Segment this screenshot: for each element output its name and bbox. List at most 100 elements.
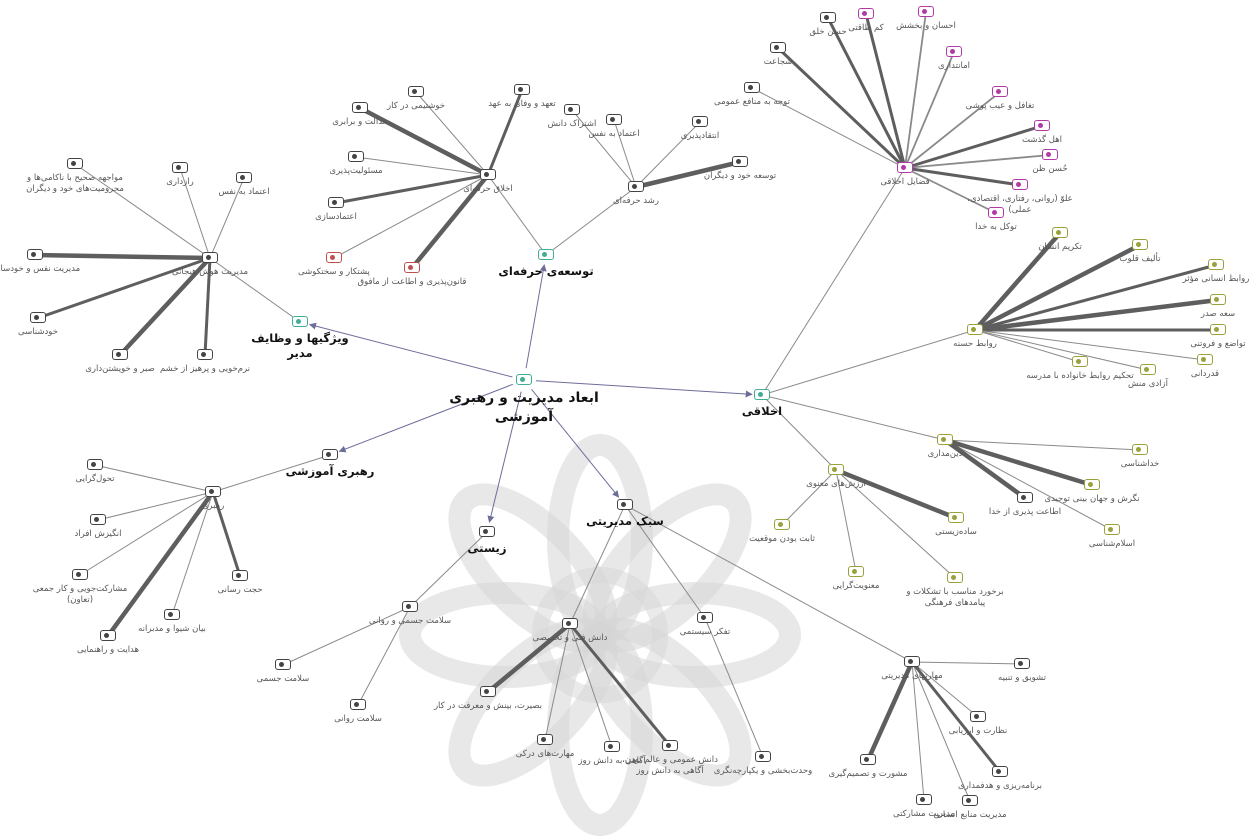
node-toggle-icon[interactable]	[628, 181, 644, 192]
node-toggle-icon[interactable]	[992, 766, 1008, 777]
node-label: زیستی	[467, 541, 507, 555]
node-toggle-icon[interactable]	[27, 249, 43, 260]
node-toggle-icon[interactable]	[537, 734, 553, 745]
node-toggle-icon[interactable]	[937, 434, 953, 445]
node-toggle-icon[interactable]	[232, 570, 248, 581]
node-toggle-icon[interactable]	[897, 162, 913, 173]
node-toggle-icon[interactable]	[516, 374, 532, 385]
node-toggle-icon[interactable]	[514, 84, 530, 95]
node-toggle-icon[interactable]	[1104, 524, 1120, 535]
node-toggle-icon[interactable]	[479, 526, 495, 537]
node-toggle-icon[interactable]	[1140, 364, 1156, 375]
node-toggle-icon[interactable]	[988, 207, 1004, 218]
node-toggle-icon[interactable]	[848, 566, 864, 577]
node-toggle-icon[interactable]	[350, 699, 366, 710]
toggle-dot-icon	[541, 737, 546, 742]
node-toggle-icon[interactable]	[480, 169, 496, 180]
node-toggle-icon[interactable]	[1042, 149, 1058, 160]
node-toggle-icon[interactable]	[87, 459, 103, 470]
node-toggle-icon[interactable]	[858, 8, 874, 19]
node-toggle-icon[interactable]	[1017, 492, 1033, 503]
node-toggle-icon[interactable]	[1208, 259, 1224, 270]
node-toggle-icon[interactable]	[1210, 324, 1226, 335]
node-toggle-icon[interactable]	[236, 172, 252, 183]
node-toggle-icon[interactable]	[202, 252, 218, 263]
node-toggle-icon[interactable]	[970, 711, 986, 722]
node-toggle-icon[interactable]	[1072, 356, 1088, 367]
node-toggle-icon[interactable]	[275, 659, 291, 670]
node-toggle-icon[interactable]	[205, 486, 221, 497]
toggle-dot-icon	[778, 522, 783, 527]
node-toggle-icon[interactable]	[967, 324, 983, 335]
node-toggle-icon[interactable]	[408, 86, 424, 97]
node-toggle-icon[interactable]	[860, 754, 876, 765]
node-label: روابط انسانی مؤثر	[1182, 274, 1250, 284]
node-toggle-icon[interactable]	[30, 312, 46, 323]
node-toggle-icon[interactable]	[164, 609, 180, 620]
node-toggle-icon[interactable]	[774, 519, 790, 530]
node-toggle-icon[interactable]	[90, 514, 106, 525]
node-toggle-icon[interactable]	[962, 795, 978, 806]
node-toggle-icon[interactable]	[692, 116, 708, 127]
node-toggle-icon[interactable]	[322, 449, 338, 460]
edge-akhlaqi-dinmadari	[761, 394, 946, 441]
edge-root-vizhegi	[309, 322, 513, 378]
node-toggle-icon[interactable]	[112, 349, 128, 360]
node-toggle-icon[interactable]	[564, 104, 580, 115]
edge-danesh-n3	[569, 623, 613, 748]
node-toggle-icon[interactable]	[662, 740, 678, 751]
node-toggle-icon[interactable]	[697, 612, 713, 623]
toggle-dot-icon	[701, 615, 706, 620]
node-label: سبک مدیریتی	[586, 514, 664, 528]
node-toggle-icon[interactable]	[1084, 479, 1100, 490]
node-toggle-icon[interactable]	[1132, 444, 1148, 455]
node-toggle-icon[interactable]	[946, 46, 962, 57]
node-toggle-icon[interactable]	[732, 156, 748, 167]
edge-roshd-g3	[635, 121, 701, 188]
node-toggle-icon[interactable]	[904, 656, 920, 667]
node-toggle-icon[interactable]	[172, 162, 188, 173]
node-toggle-icon[interactable]	[1034, 120, 1050, 131]
node-toggle-icon[interactable]	[604, 741, 620, 752]
node-toggle-icon[interactable]	[348, 151, 364, 162]
node-toggle-icon[interactable]	[820, 12, 836, 23]
node-toggle-icon[interactable]	[1210, 294, 1226, 305]
node-toggle-icon[interactable]	[916, 794, 932, 805]
node-toggle-icon[interactable]	[947, 572, 963, 583]
node-label: حُسن ظن	[1032, 164, 1068, 174]
toggle-dot-icon	[824, 15, 829, 20]
node-toggle-icon[interactable]	[828, 464, 844, 475]
node-toggle-icon[interactable]	[754, 389, 770, 400]
node-toggle-icon[interactable]	[992, 86, 1008, 97]
node-toggle-icon[interactable]	[562, 618, 578, 629]
node-toggle-icon[interactable]	[755, 751, 771, 762]
edge-akhlaqh-h4	[355, 156, 489, 176]
node-toggle-icon[interactable]	[770, 42, 786, 53]
node-toggle-icon[interactable]	[1014, 658, 1030, 669]
node-toggle-icon[interactable]	[744, 82, 760, 93]
node-toggle-icon[interactable]	[1012, 179, 1028, 190]
node-toggle-icon[interactable]	[72, 569, 88, 580]
edge-fazayel-f4	[776, 46, 907, 170]
node-toggle-icon[interactable]	[404, 262, 420, 273]
node-toggle-icon[interactable]	[1052, 227, 1068, 238]
node-toggle-icon[interactable]	[292, 316, 308, 327]
node-label: تشویق و تنبیه	[998, 673, 1046, 683]
node-toggle-icon[interactable]	[352, 102, 368, 113]
node-toggle-icon[interactable]	[606, 114, 622, 125]
node-toggle-icon[interactable]	[197, 349, 213, 360]
node-label: بیان شیوا و مدبرانه	[138, 624, 206, 634]
node-toggle-icon[interactable]	[326, 252, 342, 263]
node-toggle-icon[interactable]	[918, 6, 934, 17]
node-toggle-icon[interactable]	[100, 630, 116, 641]
node-toggle-icon[interactable]	[328, 197, 344, 208]
node-label: قانون‌پذیری و اطاعت از مافوق	[357, 277, 467, 287]
node-toggle-icon[interactable]	[67, 158, 83, 169]
node-toggle-icon[interactable]	[1197, 354, 1213, 365]
node-toggle-icon[interactable]	[948, 512, 964, 523]
node-toggle-icon[interactable]	[1132, 239, 1148, 250]
node-toggle-icon[interactable]	[402, 601, 418, 612]
node-toggle-icon[interactable]	[617, 499, 633, 510]
node-toggle-icon[interactable]	[538, 249, 554, 260]
node-toggle-icon[interactable]	[480, 686, 496, 697]
